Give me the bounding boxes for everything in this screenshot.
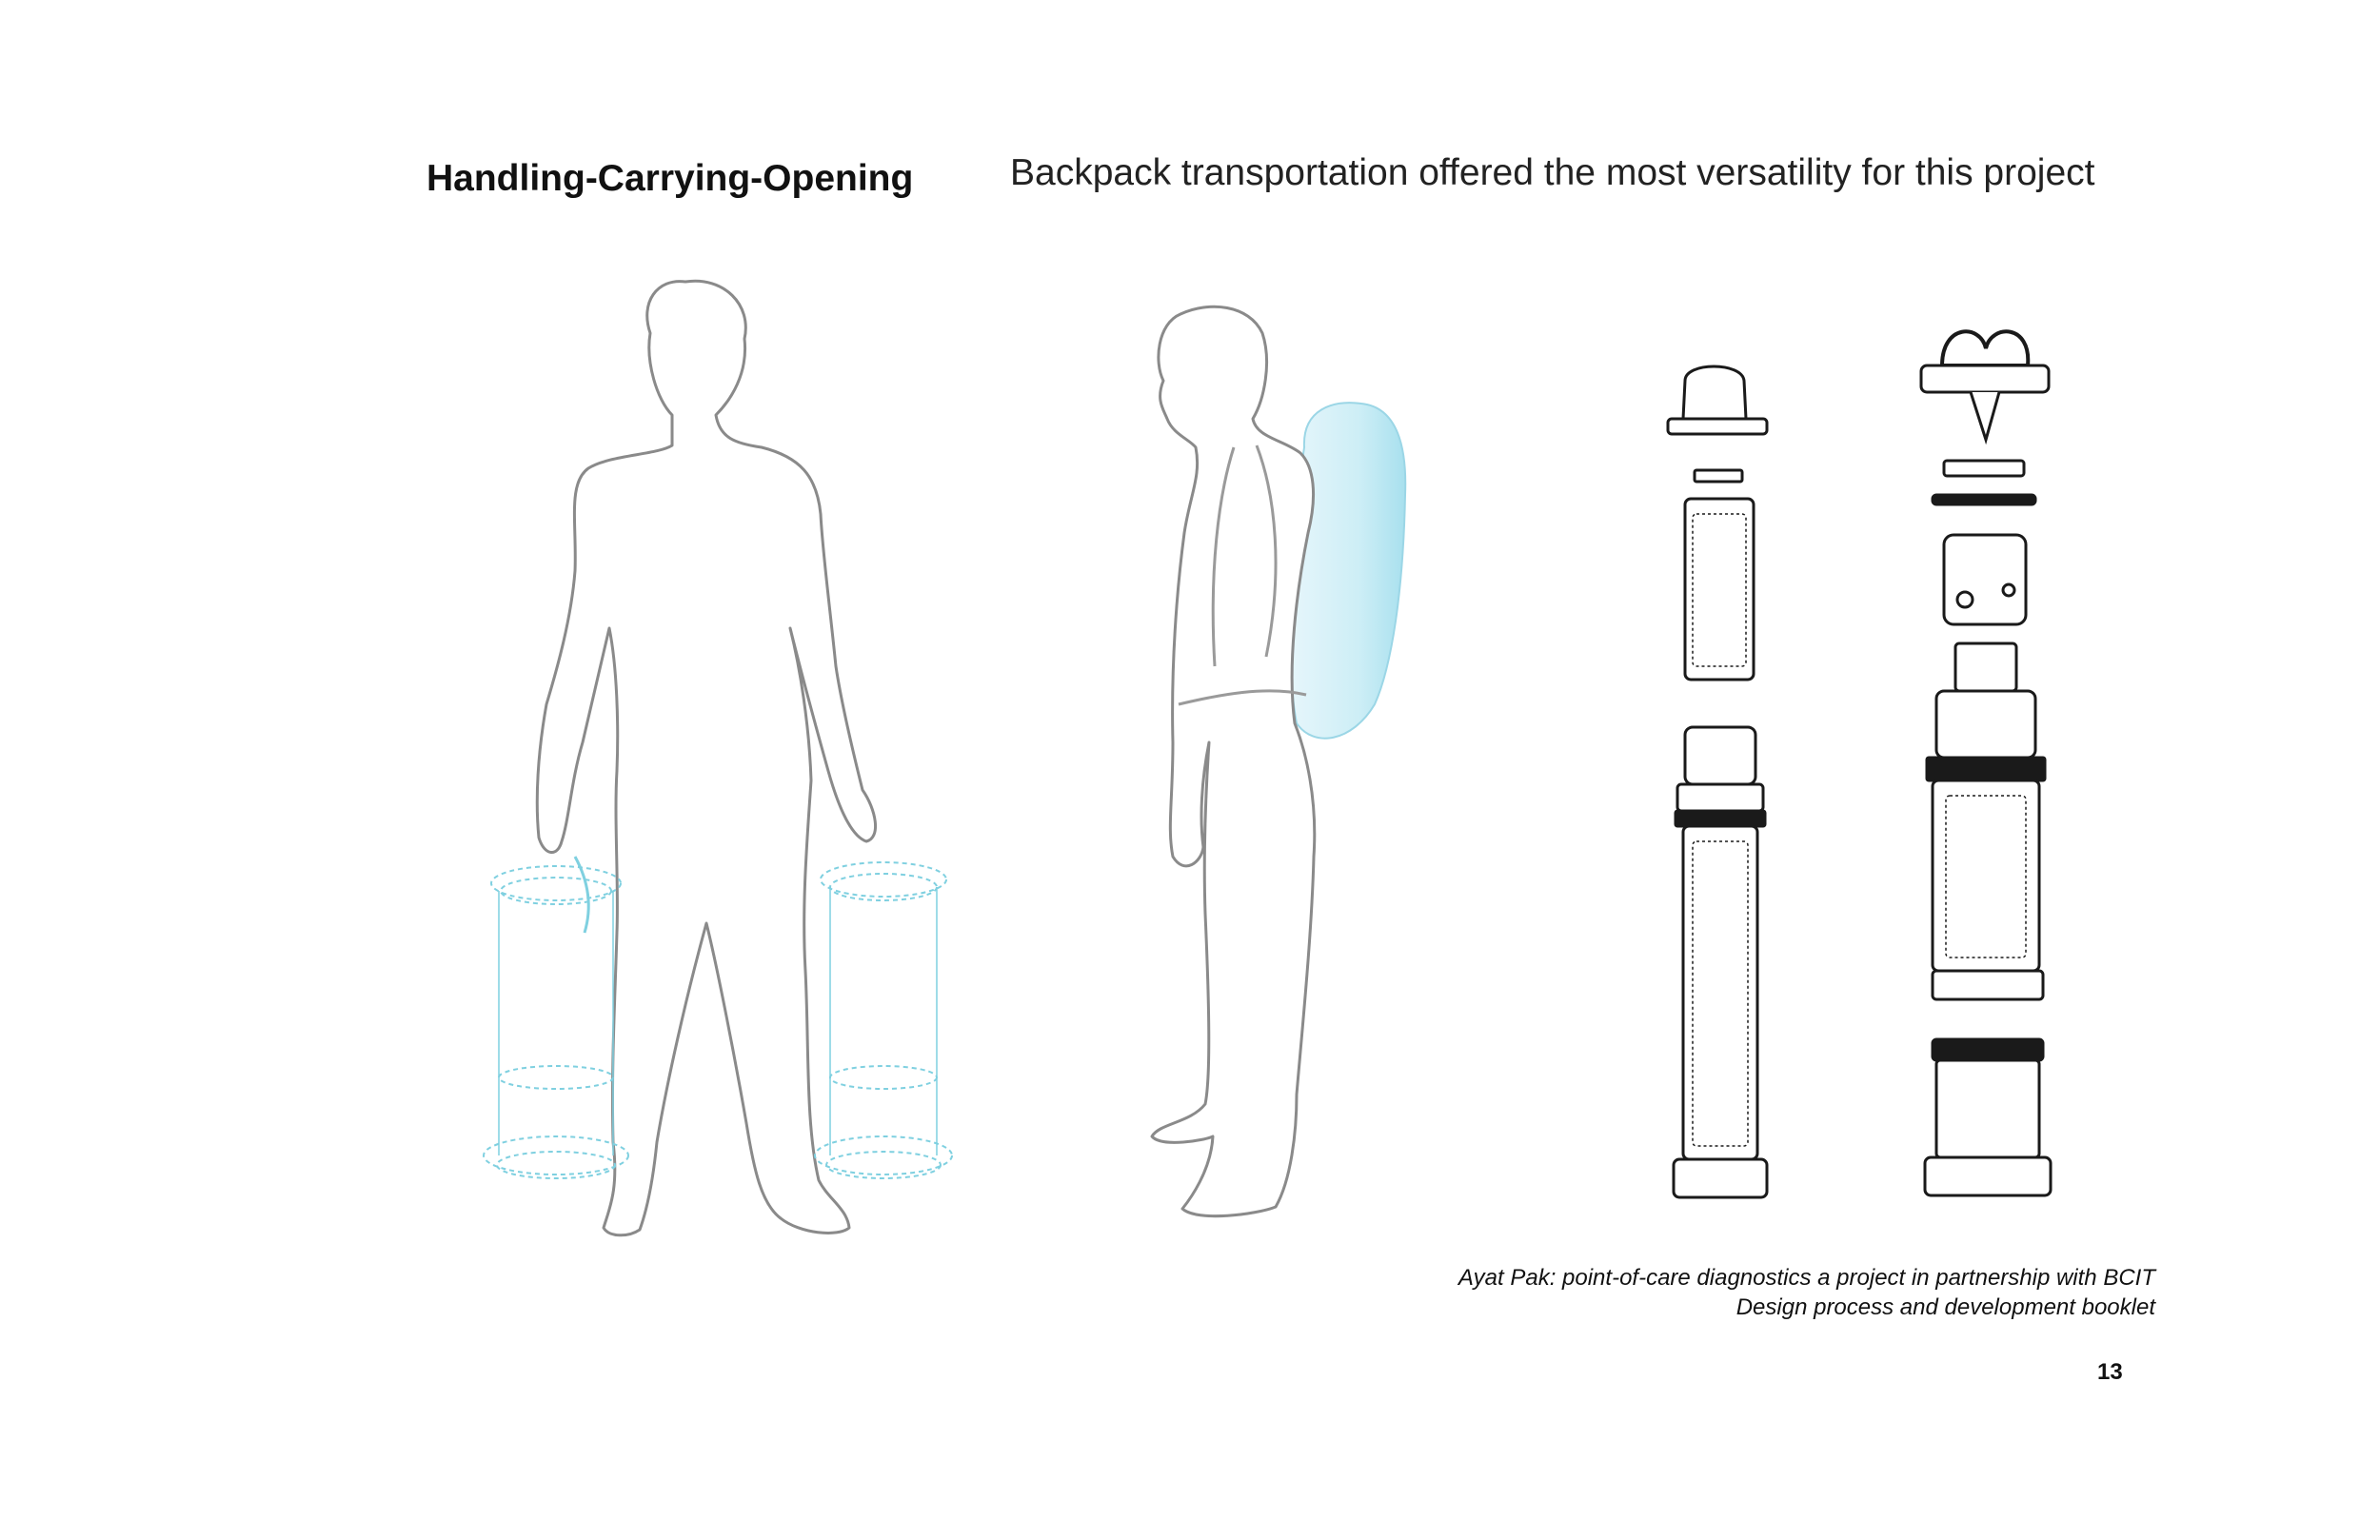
side-figure-illustration [1150, 305, 1407, 1218]
backpack-straps [1178, 444, 1307, 706]
caption-line-1: Ayat Pak: point-of-care diagnostics a pr… [1458, 1265, 2155, 1291]
right-cylinder [814, 861, 953, 1179]
page-title: Handling-Carrying-Opening [426, 158, 914, 199]
exploded-view-column-1 [1666, 365, 1769, 1199]
backpack-shell [1289, 402, 1407, 740]
page-number: 13 [2097, 1359, 2123, 1385]
side-figure-outline [1150, 305, 1317, 1218]
exploded-view-column-2 [1919, 329, 2053, 1197]
caption-line-2: Design process and development booklet [1735, 1294, 2155, 1320]
caption: Ayat Pak: point-of-care diagnostics a pr… [1458, 1263, 2155, 1322]
page-subtitle: Backpack transportation offered the most… [1010, 152, 2095, 193]
front-figure-illustration [483, 279, 953, 1237]
left-cylinder [483, 856, 629, 1179]
front-figure-outline [535, 279, 878, 1237]
